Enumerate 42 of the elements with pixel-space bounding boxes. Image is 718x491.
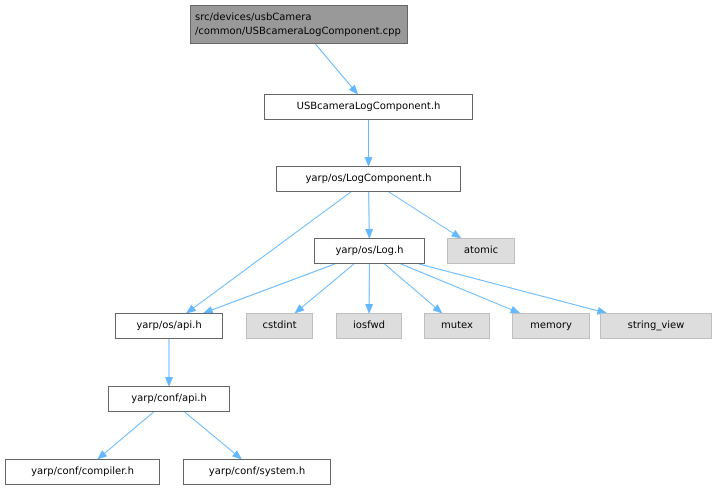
header-node [600, 313, 712, 339]
file-name: USBcameraLogComponent.h [296, 100, 440, 114]
file-name: src/devices/usbCamera /common/USBcameraLogComponent.cpp [195, 10, 402, 38]
file-node [5, 459, 160, 485]
arrow [388, 192, 462, 239]
header-node [447, 238, 515, 264]
header-node [246, 313, 313, 339]
arrow [400, 264, 520, 314]
file-name: cstdint [262, 319, 296, 333]
arrow [365, 192, 374, 239]
header-node [424, 313, 490, 339]
arrow [418, 264, 608, 315]
file-name: yarp/os/Log.h [336, 244, 404, 258]
file-node [276, 166, 461, 192]
file-name: memory [530, 319, 572, 333]
file-node [115, 313, 223, 339]
file-name: yarp/os/LogComponent.h [305, 172, 432, 186]
file-node [108, 386, 230, 412]
header-node [336, 313, 402, 339]
file-name: yarp/conf/compiler.h [31, 465, 134, 479]
arrow [314, 44, 358, 95]
file-name: yarp/os/api.h [136, 319, 202, 333]
file-node [183, 459, 331, 485]
source-file-node [190, 5, 408, 44]
arrow [165, 338, 173, 387]
file-name: yarp/conf/system.h [208, 465, 306, 479]
file-name: atomic [464, 244, 498, 258]
file-name: string_view [628, 319, 684, 333]
file-node [264, 94, 473, 120]
header-node [512, 313, 590, 339]
file-name: yarp/conf/api.h [131, 392, 207, 406]
arrow [364, 120, 372, 167]
arrow [384, 264, 443, 314]
file-name: mutex [441, 319, 473, 333]
arrow [365, 264, 374, 314]
arrow [202, 264, 336, 314]
arrow [97, 412, 154, 460]
file-node [314, 238, 425, 264]
arrow [294, 264, 354, 314]
arrow [186, 192, 352, 314]
file-name: iosfwd [353, 319, 385, 333]
arrow [184, 412, 242, 460]
